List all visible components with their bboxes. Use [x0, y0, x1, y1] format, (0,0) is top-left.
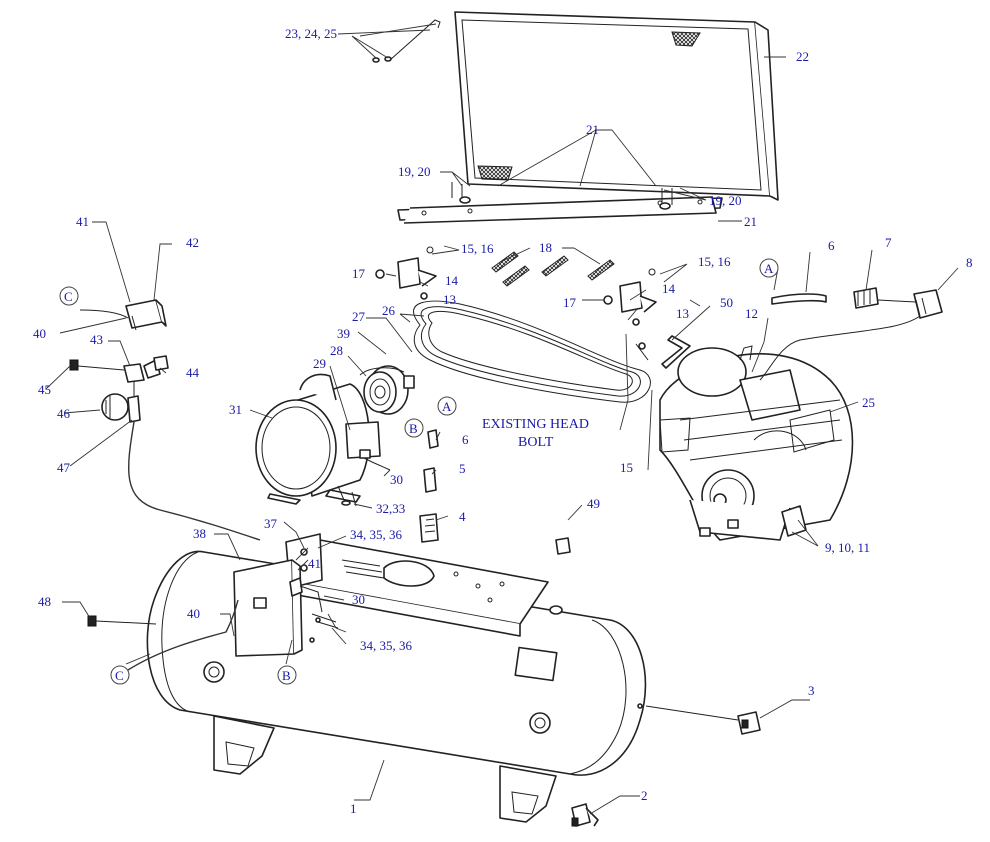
label-34-35-36a: 34, 35, 36: [350, 527, 403, 542]
label-5: 5: [459, 461, 466, 476]
drain-valve-2: [571, 803, 599, 827]
belt-bracket-right: [603, 268, 657, 326]
belt-bracket-left: [375, 246, 437, 300]
label-38: 38: [193, 526, 206, 541]
label-12: 12: [745, 306, 758, 321]
leader-lines: [45, 23, 959, 815]
label-30a: 30: [390, 472, 403, 487]
label-8: 8: [966, 255, 973, 270]
reference-bubble-b2: B: [277, 665, 297, 685]
existing-head-bolt-note: EXISTING HEAD BOLT: [482, 417, 589, 450]
label-34-35-36b: 34, 35, 36: [360, 638, 413, 653]
motor-mount-bolts: [337, 485, 357, 507]
label-15: 15: [620, 460, 633, 475]
label-21a: 21: [586, 122, 599, 137]
head-bolt-bracket-50: [635, 335, 691, 369]
label-27: 27: [352, 309, 366, 324]
label-28: 28: [330, 343, 343, 358]
reference-bubble-a2: A: [437, 396, 457, 416]
note-line-2: BOLT: [518, 435, 554, 450]
label-13a: 13: [443, 292, 456, 307]
tank-fittings: [87, 537, 571, 643]
label-17a: 17: [352, 266, 366, 281]
label-14b: 14: [662, 281, 676, 296]
electric-motor: [255, 373, 391, 505]
label-15-16a: 15, 16: [461, 241, 494, 256]
compressor-pump: [659, 345, 854, 541]
ref-c2-text: C: [115, 668, 124, 683]
guard-clip-23-25: [372, 19, 441, 63]
label-6a: 6: [462, 432, 469, 447]
label-6b: 6: [828, 238, 835, 253]
label-45: 45: [38, 382, 51, 397]
label-44: 44: [186, 365, 200, 380]
label-22: 22: [796, 49, 809, 64]
label-47: 47: [57, 460, 71, 475]
label-4: 4: [459, 509, 466, 524]
manifold-and-gauge: [69, 355, 169, 423]
label-7: 7: [885, 235, 892, 250]
label-21b: 21: [744, 214, 757, 229]
label-17b: 17: [563, 295, 577, 310]
safety-valve-3: [645, 705, 761, 735]
reference-bubble-b1: B: [404, 418, 424, 438]
switch-air-hose: [127, 421, 261, 541]
label-26: 26: [382, 303, 396, 318]
ref-a2-text: A: [442, 399, 452, 414]
label-39: 39: [337, 326, 350, 341]
label-40a: 40: [33, 326, 46, 341]
discharge-tube-6: [759, 287, 943, 381]
label-41a: 41: [76, 214, 89, 229]
reference-bubble-c1: C: [59, 286, 79, 306]
label-50: 50: [720, 295, 733, 310]
tank-feet: [213, 715, 557, 823]
label-42: 42: [186, 235, 199, 250]
label-14a: 14: [445, 273, 459, 288]
electrical-box-38: [233, 559, 323, 657]
label-30b: 30: [352, 592, 365, 607]
ref-b1-text: B: [409, 421, 418, 436]
guard-fasteners-19-20: [451, 182, 673, 210]
label-19-20a: 19, 20: [398, 164, 431, 179]
label-23-24-25: 23, 24, 25: [285, 26, 337, 41]
label-41b: 41: [308, 556, 321, 571]
label-29: 29: [313, 356, 326, 371]
callout-labels: 1 2 3 4 5 6 6 7 8 9, 10, 11 12 13 13 14 …: [33, 26, 973, 816]
note-line-1: EXISTING HEAD: [482, 417, 589, 432]
reference-bubble-a1: A: [759, 258, 779, 278]
label-49: 49: [587, 496, 600, 511]
v-belt: [413, 300, 651, 403]
belt-guard-cover: [454, 11, 779, 201]
ref-c1-text: C: [64, 289, 73, 304]
label-2: 2: [641, 788, 648, 803]
belt-guard-back-rail: [397, 196, 723, 224]
label-40b: 40: [187, 606, 200, 621]
ref-a1-text: A: [764, 261, 774, 276]
motor-pulley: [359, 365, 415, 415]
label-46: 46: [57, 406, 71, 421]
reference-bubble-c2: C: [110, 665, 130, 685]
label-32-33: 32,33: [376, 501, 405, 516]
label-3: 3: [808, 683, 815, 698]
switch-tube-40: [127, 599, 239, 671]
label-48: 48: [38, 594, 51, 609]
ref-b2-text: B: [282, 668, 291, 683]
check-valve-assembly: [419, 429, 439, 543]
pressure-switch: [79, 299, 167, 331]
label-13b: 13: [676, 306, 689, 321]
label-37: 37: [264, 516, 278, 531]
label-1: 1: [350, 801, 357, 816]
label-18: 18: [539, 240, 552, 255]
label-15-16b: 15, 16: [698, 254, 731, 269]
label-25: 25: [862, 395, 875, 410]
label-43: 43: [90, 332, 103, 347]
label-19-20b: 19, 20: [709, 193, 742, 208]
label-31: 31: [229, 402, 242, 417]
label-9-10-11: 9, 10, 11: [825, 540, 870, 555]
